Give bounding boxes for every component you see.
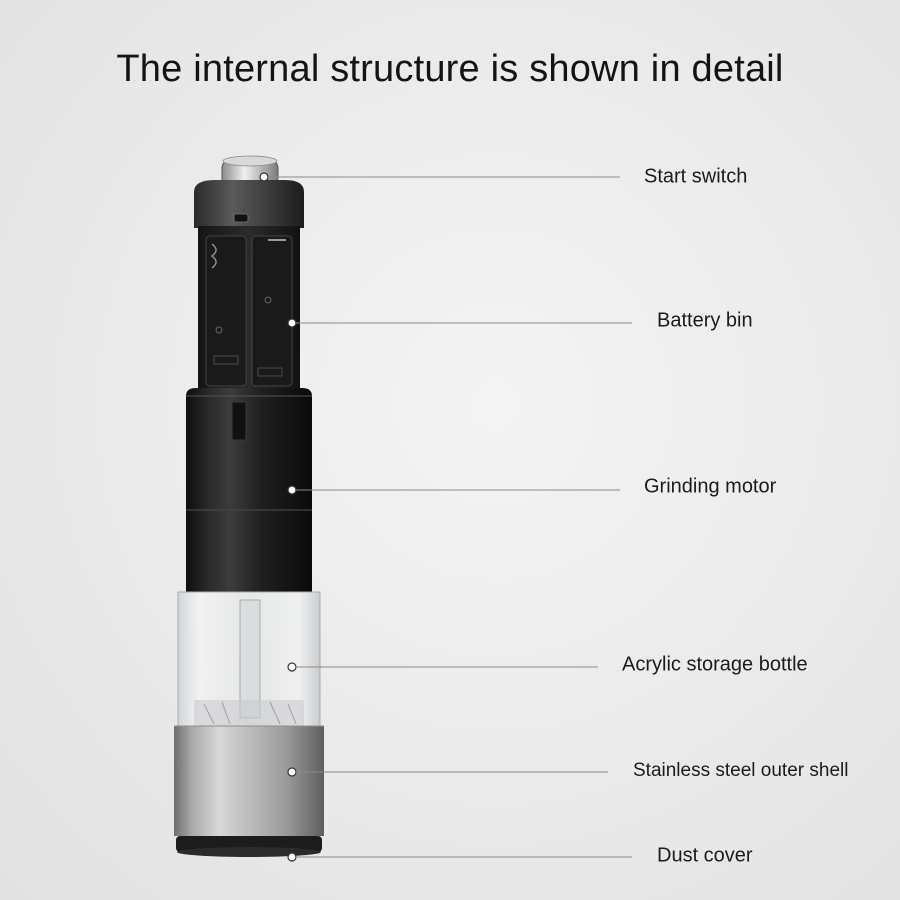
dust-cover-ring bbox=[176, 836, 322, 857]
label-grinding-motor: Grinding motor bbox=[644, 475, 777, 498]
steel-shell bbox=[174, 725, 324, 836]
callout-acrylic-storage-bottle bbox=[287, 662, 598, 672]
callout-grinding-motor bbox=[287, 485, 620, 495]
label-acrylic-storage-bottle: Acrylic storage bottle bbox=[622, 653, 808, 676]
motor-housing bbox=[186, 388, 312, 592]
label-dust-cover: Dust cover bbox=[657, 844, 753, 867]
label-stainless-steel-outer-shell: Stainless steel outer shell bbox=[633, 760, 849, 781]
callout-dust-cover bbox=[287, 852, 632, 862]
acrylic-bottle bbox=[177, 591, 321, 729]
top-cap bbox=[194, 180, 304, 228]
label-start-switch: Start switch bbox=[644, 165, 748, 188]
callout-start-switch bbox=[259, 172, 620, 182]
page-title: The internal structure is shown in detai… bbox=[116, 48, 784, 90]
callout-stainless-steel-outer-shell bbox=[287, 767, 608, 777]
callout-battery-bin bbox=[287, 318, 632, 328]
label-battery-bin: Battery bin bbox=[657, 309, 753, 332]
battery-bin-body bbox=[198, 226, 300, 396]
